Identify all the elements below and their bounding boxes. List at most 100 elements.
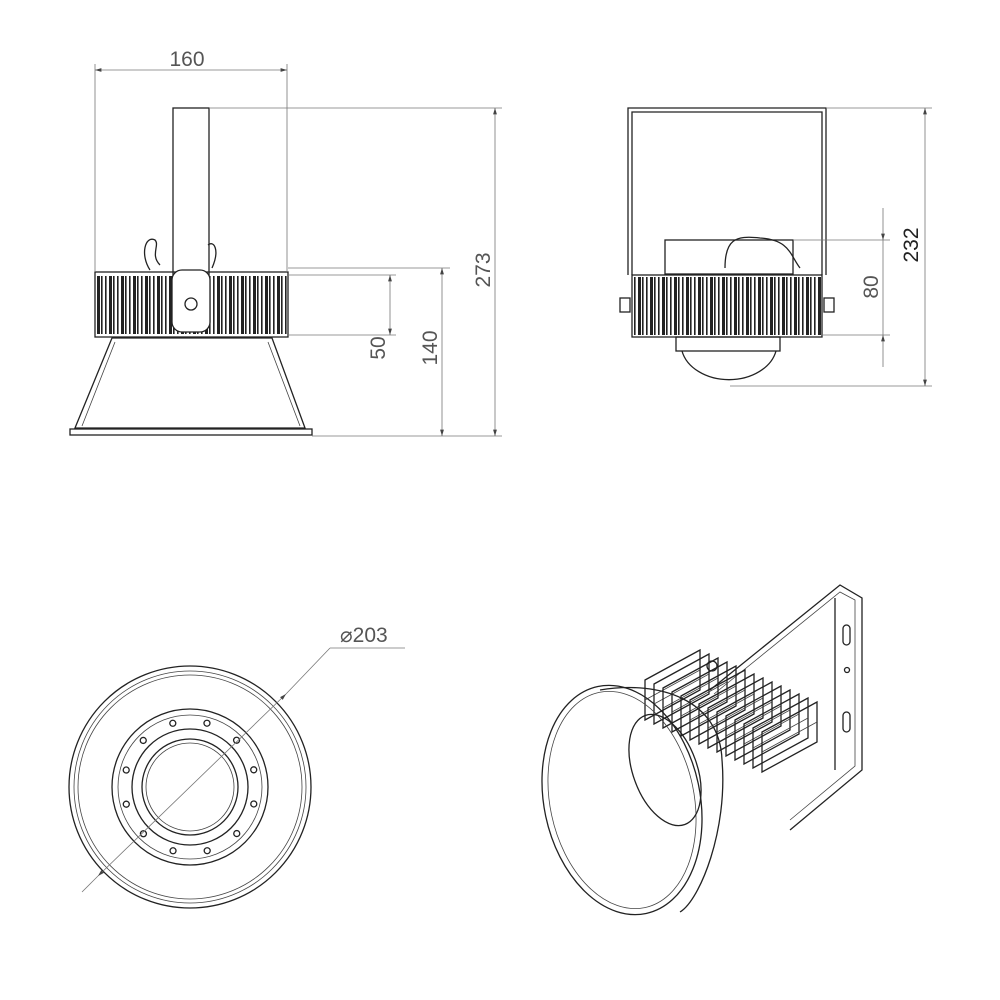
mounting-bracket xyxy=(627,107,827,275)
bolt-icon xyxy=(250,800,258,808)
dim-232-label: 232 xyxy=(900,227,923,262)
fin xyxy=(738,277,740,335)
fin-line xyxy=(761,721,818,753)
fin xyxy=(710,277,713,335)
fin xyxy=(662,656,719,730)
fin xyxy=(730,277,732,335)
fin xyxy=(794,277,797,335)
fin xyxy=(810,277,812,335)
fin xyxy=(261,276,263,334)
fin xyxy=(770,277,773,335)
dim-140-label: 140 xyxy=(419,330,442,365)
fin xyxy=(153,276,155,334)
lens-collar xyxy=(675,336,781,352)
fin xyxy=(702,277,704,335)
side-dimensions: 232 80 xyxy=(730,107,932,387)
reflector-rim xyxy=(541,684,703,916)
fin xyxy=(237,276,239,334)
bolt-icon xyxy=(122,800,130,808)
bolt-icon xyxy=(139,736,147,745)
dim-203-label: ⌀203 xyxy=(340,624,388,647)
reflector-edge xyxy=(81,341,301,427)
cable xyxy=(143,238,161,271)
fin xyxy=(105,276,107,334)
fin xyxy=(778,277,780,335)
fin xyxy=(653,652,710,726)
bolt-icon xyxy=(169,847,177,855)
cable xyxy=(724,236,801,269)
fin xyxy=(774,277,776,335)
fin xyxy=(686,277,689,335)
fin xyxy=(707,676,764,750)
heatsink-fins xyxy=(634,277,821,335)
fin xyxy=(269,276,271,334)
bolt-icon xyxy=(250,766,258,774)
reflector-body xyxy=(599,686,724,913)
fin xyxy=(233,276,235,334)
fin xyxy=(761,700,818,774)
fin xyxy=(157,276,160,334)
bottom-view: ⌀203 xyxy=(68,624,405,909)
bolt-icon xyxy=(233,829,241,838)
fin xyxy=(670,277,672,335)
fin xyxy=(678,277,680,335)
lens-dome xyxy=(681,350,777,381)
fin xyxy=(734,688,791,762)
fin xyxy=(698,672,755,746)
fin xyxy=(241,276,244,334)
fin xyxy=(734,277,737,335)
fin xyxy=(217,276,220,334)
fin xyxy=(690,277,692,335)
fin xyxy=(281,276,283,334)
fin xyxy=(121,276,124,334)
bracket-slot xyxy=(842,624,851,646)
reflector xyxy=(74,337,306,429)
fin xyxy=(743,692,800,766)
fin xyxy=(133,276,136,334)
front-view xyxy=(69,107,313,436)
fin xyxy=(742,277,744,335)
fin xyxy=(725,684,782,758)
fin xyxy=(253,276,256,334)
fin xyxy=(802,277,804,335)
bolt-right xyxy=(823,297,835,313)
dim-line-diameter xyxy=(97,693,287,877)
fin xyxy=(165,276,167,334)
fin xyxy=(634,277,636,335)
reflector-rim xyxy=(69,428,313,436)
isometric-view xyxy=(541,584,863,916)
fin xyxy=(766,277,768,335)
fin xyxy=(790,277,792,335)
fin xyxy=(806,277,809,335)
fin xyxy=(786,277,788,335)
dim-160-label: 160 xyxy=(169,48,204,71)
fin xyxy=(706,277,708,335)
dim-273-label: 273 xyxy=(472,252,495,287)
fin xyxy=(682,277,684,335)
fin xyxy=(762,277,764,335)
fin xyxy=(782,277,785,335)
bracket-slot xyxy=(842,711,851,733)
fin xyxy=(798,277,800,335)
fin xyxy=(277,276,280,334)
dim-80-label: 80 xyxy=(860,275,883,298)
fin xyxy=(249,276,251,334)
fin xyxy=(97,276,100,334)
fin xyxy=(644,648,701,722)
reflector-rim-inner xyxy=(73,670,307,904)
fin xyxy=(650,277,653,335)
fin xyxy=(245,276,247,334)
fin xyxy=(285,276,287,334)
reflector-rim-outer xyxy=(68,665,312,909)
fin xyxy=(125,276,127,334)
bolt-left xyxy=(619,297,631,313)
fin xyxy=(716,680,773,754)
fin xyxy=(654,277,656,335)
fin xyxy=(129,276,131,334)
fin xyxy=(818,277,821,335)
fin xyxy=(646,277,648,335)
bracket xyxy=(709,584,863,831)
fin xyxy=(752,696,809,770)
